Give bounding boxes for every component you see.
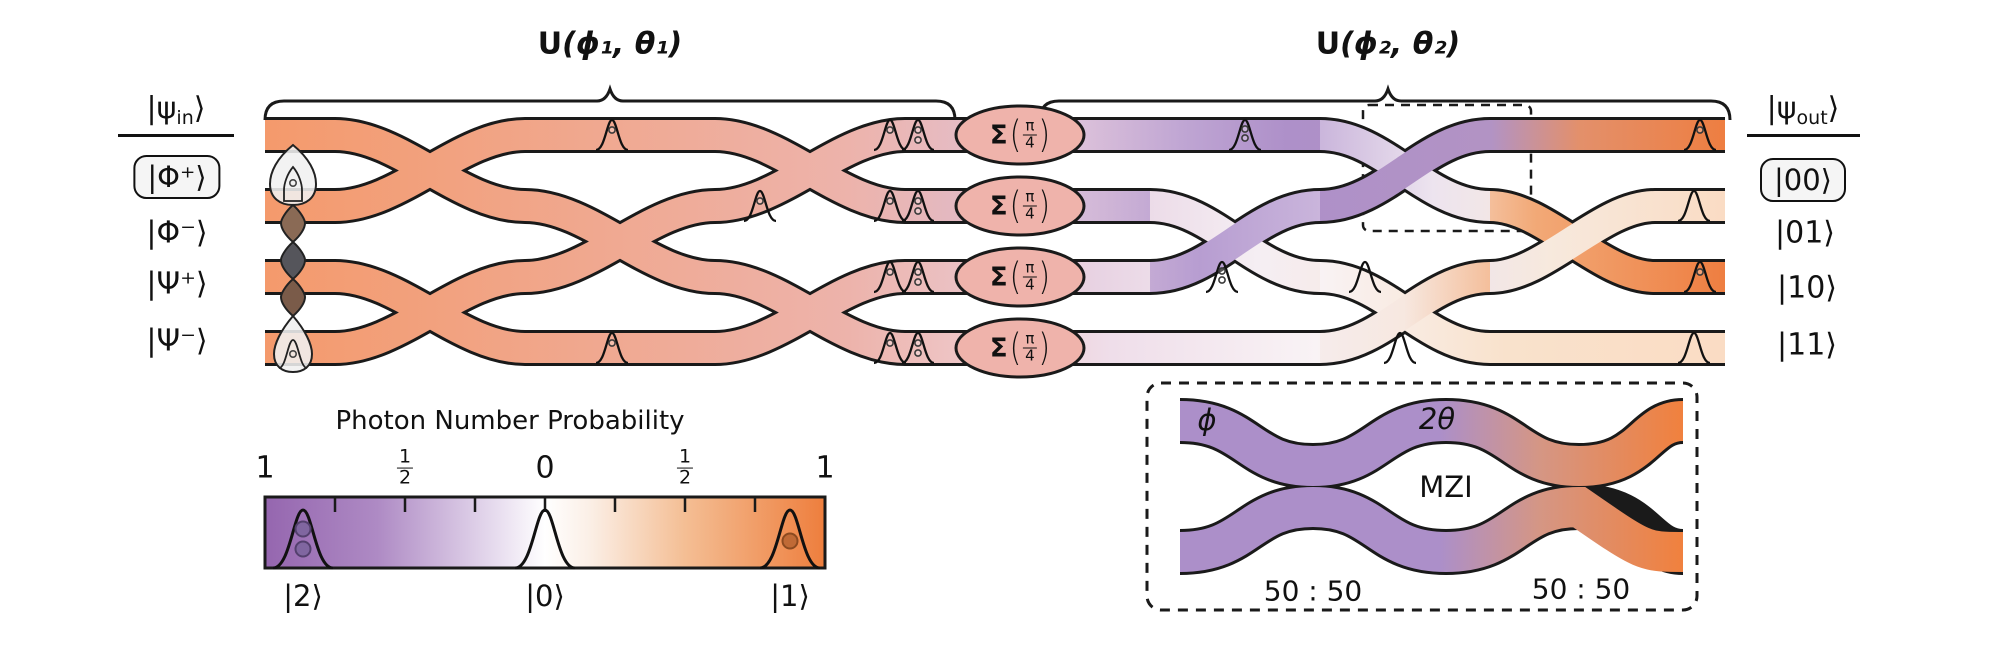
photon-packets-layer: [595, 118, 1717, 365]
photon-packet-single: [743, 189, 777, 223]
photon-packet-plain: [1383, 331, 1417, 365]
input-state-psi-minus: |Ψ⁻⟩: [146, 323, 208, 359]
waveguide-fills: [265, 120, 1725, 363]
photon-packet-plain: [1348, 260, 1382, 294]
colorbar-title: Photon Number Probability: [335, 406, 685, 436]
output-state-10: |10⟩: [1777, 270, 1837, 306]
photon-packet-two: [1205, 260, 1239, 294]
colorbar-state-1: |1⟩: [770, 579, 810, 613]
inset-phase-label: ϕ: [1197, 403, 1217, 437]
output-header: |ψout⟩: [1766, 91, 1840, 129]
inset-beamsplitter-label-2: 50 : 50: [1531, 572, 1631, 606]
unitary2-label: U(ϕ₂, θ₂): [1315, 26, 1461, 62]
colorbar-one-photon-packet: [759, 508, 821, 570]
entangled-input-chain: [268, 143, 318, 374]
inset-beamsplitter-label-1: 50 : 50: [1263, 574, 1363, 608]
brace-u2: [1038, 84, 1732, 121]
photon-packet-plain: [1677, 331, 1711, 365]
output-state-11: |11⟩: [1777, 327, 1837, 363]
input-state-phi-minus: |Φ⁻⟩: [146, 215, 208, 251]
output-state-01: |01⟩: [1775, 215, 1835, 251]
photon-packet-plain: [1677, 189, 1711, 223]
mzi-inset-border: [1145, 381, 1699, 612]
mzi-inset: [1145, 381, 1699, 612]
colorbar-tick-0: 0: [535, 450, 555, 486]
waveguide-outlines: [265, 117, 1725, 366]
colorbar-state-0: |0⟩: [525, 579, 565, 613]
output-header-rule: [1747, 134, 1860, 137]
photon-packet-single: [595, 118, 629, 152]
colorbar-vacuum-packet: [514, 508, 576, 570]
photon-packet-two: [1228, 118, 1262, 152]
colorbar-tick-1-right: 1: [815, 450, 835, 486]
brace-u1: [263, 84, 957, 121]
input-state-phi-plus: |Φ⁺⟩: [133, 155, 221, 199]
output-state-00: |00⟩: [1760, 158, 1846, 202]
photon-packet-single: [1683, 260, 1717, 294]
unitary1-label: U(ϕ₁, θ₁): [537, 26, 683, 62]
colorbar-two-photon-packet: [272, 508, 334, 570]
photon-packet-single: [595, 331, 629, 365]
photon-packet-double: [873, 331, 935, 365]
input-header-rule: [118, 134, 234, 137]
inset-theta-label: 2θ: [1418, 402, 1456, 436]
colorbar: [263, 495, 827, 570]
colorbar-state-2: |2⟩: [283, 579, 323, 613]
colorbar-tick-1-left: 1: [255, 450, 275, 486]
sigma-gate-ovals: [954, 104, 1086, 379]
photon-packet-double: [873, 189, 935, 223]
inset-mzi-label: MZI: [1419, 470, 1473, 504]
photon-packet-single: [1683, 118, 1717, 152]
photon-packet-double: [873, 118, 935, 152]
photon-packet-double: [873, 260, 935, 294]
input-header: |ψin⟩: [146, 91, 206, 129]
input-state-psi-plus: |Ψ⁺⟩: [146, 266, 208, 302]
